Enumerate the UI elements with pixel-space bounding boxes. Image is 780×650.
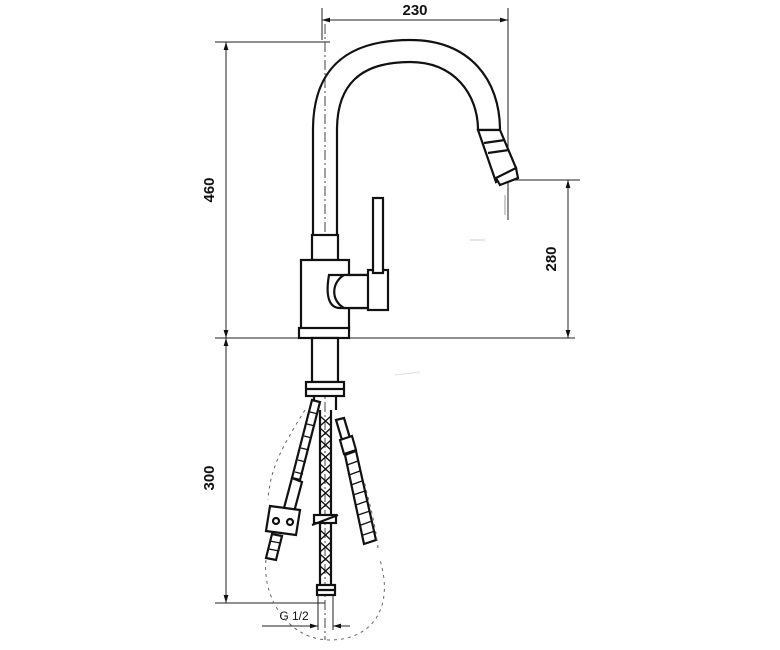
dimension-outlet-height: 280: [515, 179, 580, 338]
lever-handle: [326, 196, 390, 312]
spout: [311, 38, 502, 235]
hose-weight: [264, 504, 302, 537]
mounting-shank: [304, 336, 346, 410]
dimension-total-height: 460: [201, 41, 575, 339]
dimension-hose-length: 300: [201, 338, 325, 604]
dimension-thread: G 1/2: [262, 592, 350, 630]
outlet-height-label: 280: [543, 246, 560, 271]
total-height-label: 460: [201, 177, 218, 202]
hose-loop: [265, 409, 385, 641]
supply-hose-center: [311, 410, 339, 597]
spout-reach-label: 230: [402, 2, 427, 19]
thread-label: G 1/2: [279, 609, 309, 623]
pull-out-hose-right: [334, 416, 378, 546]
dimension-spout-reach: 230: [321, 2, 509, 220]
hose-length-label: 300: [201, 465, 218, 490]
faint-marks: [394, 195, 506, 376]
spray-head: [476, 128, 520, 187]
pull-out-hose-left: [264, 398, 322, 562]
